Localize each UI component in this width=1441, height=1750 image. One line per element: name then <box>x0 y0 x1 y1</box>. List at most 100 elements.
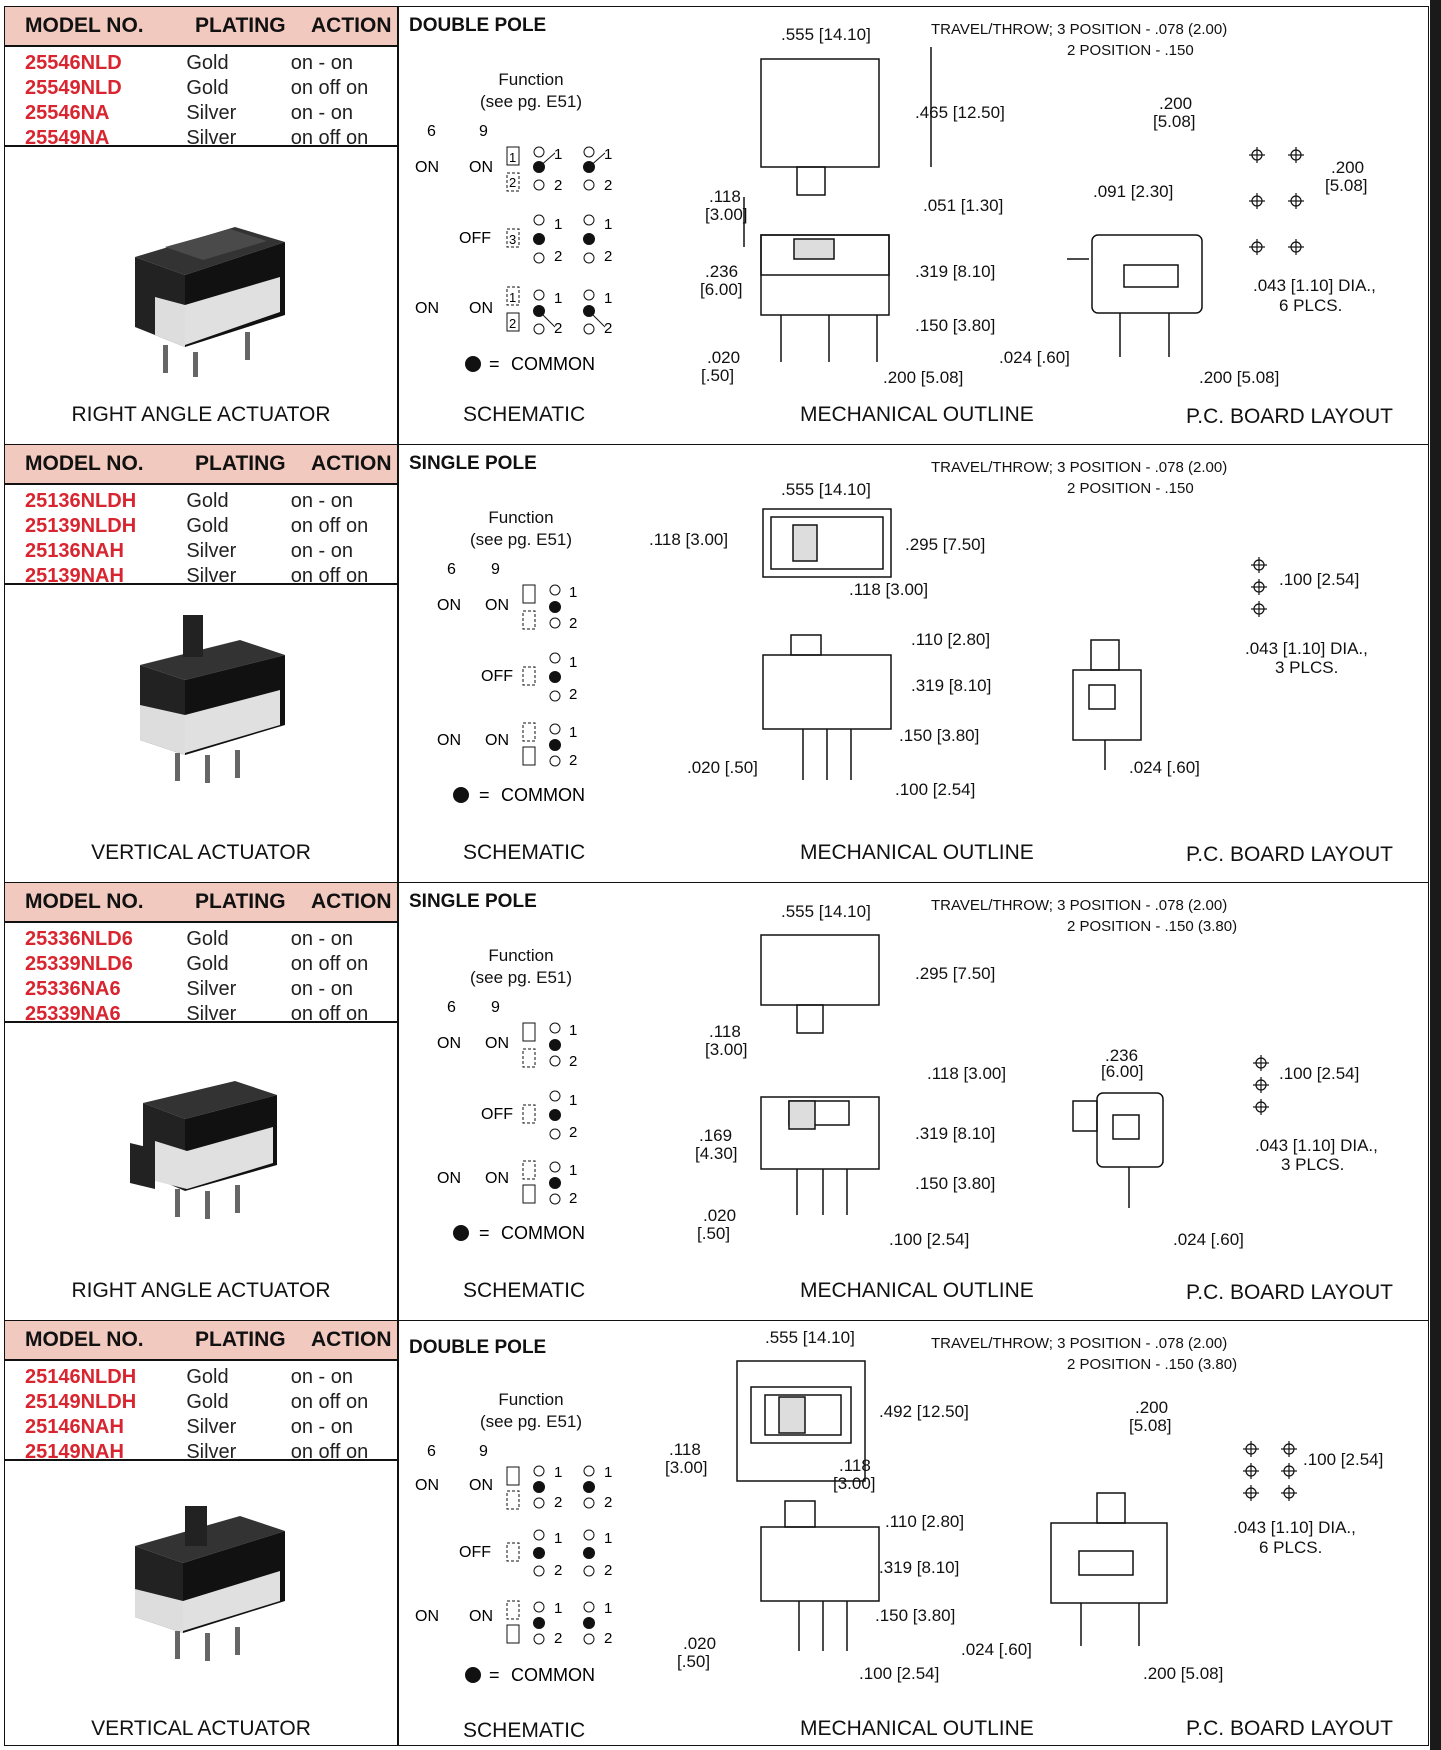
dim: 6 PLCS. <box>1279 296 1342 315</box>
common-label: COMMON <box>501 1223 585 1243</box>
svg-text:1: 1 <box>604 216 612 233</box>
svg-text:2: 2 <box>554 1494 562 1511</box>
model-number: 25136NLDH <box>25 490 137 512</box>
plating: Gold <box>186 953 229 975</box>
svg-text:ON: ON <box>437 1170 461 1187</box>
header-plating: PLATING <box>195 1328 286 1351</box>
model-number: 25546NA <box>25 102 110 124</box>
plating: Silver <box>186 565 237 587</box>
svg-text:1: 1 <box>554 1600 562 1617</box>
dim: 6 PLCS. <box>1259 1538 1322 1557</box>
dim: [6.00] <box>700 280 743 299</box>
action: on off on <box>290 77 369 99</box>
dim: .110 [2.80] <box>911 630 990 649</box>
svg-text:ON: ON <box>485 597 509 614</box>
svg-text:1: 1 <box>554 1464 562 1481</box>
svg-text:1: 1 <box>569 1162 577 1179</box>
header-plating: PLATING <box>195 890 286 913</box>
function-ref: (see pg. E51) <box>469 530 573 549</box>
dim: .319 [8.10] <box>915 1124 995 1143</box>
svg-text:OFF: OFF <box>481 1106 513 1123</box>
common-label: COMMON <box>511 1665 595 1685</box>
dim: [3.00] <box>705 1040 748 1059</box>
dim: .118 [3.00] <box>849 580 928 599</box>
header-model: MODEL NO. <box>25 452 144 475</box>
model-table-header: MODEL NO. PLATING ACTION <box>5 883 397 923</box>
travel-2pos: 2 POSITION - .150 <box>1067 480 1194 497</box>
svg-text:2: 2 <box>569 1124 577 1141</box>
dim: 3 PLCS. <box>1281 1155 1344 1174</box>
function-note: Function(see pg. E51) <box>461 945 581 989</box>
travel-2pos: 2 POSITION - .150 <box>1067 42 1194 59</box>
svg-text:ON: ON <box>415 1608 439 1625</box>
model-number: 25146NAH <box>25 1416 124 1438</box>
function-note: Function(see pg. E51) <box>471 1389 591 1433</box>
dim: .555 [14.10] <box>781 480 871 499</box>
model-number: 25149NAH <box>25 1441 124 1463</box>
dim: .118 [3.00] <box>927 1064 1006 1083</box>
dim: .118 <box>669 1440 701 1459</box>
svg-text:2: 2 <box>554 177 562 194</box>
dim: 3 PLCS. <box>1275 658 1338 677</box>
pcb-label: P.C. BOARD LAYOUT <box>1186 1717 1393 1740</box>
svg-text:2: 2 <box>554 1630 562 1647</box>
pcb-label: P.C. BOARD LAYOUT <box>1186 1281 1393 1304</box>
dim: .043 [1.10] DIA., <box>1233 1518 1356 1537</box>
mechanical-label: MECHANICAL OUTLINE <box>800 403 1034 426</box>
model-table-header: MODEL NO. PLATING ACTION <box>5 7 397 47</box>
dim: [.50] <box>697 1224 730 1243</box>
dim: .110 [2.80] <box>885 1512 964 1531</box>
pcb-label: P.C. BOARD LAYOUT <box>1186 843 1393 866</box>
svg-text:1: 1 <box>604 1464 612 1481</box>
dim: .319 [8.10] <box>879 1558 959 1577</box>
action: on - on <box>290 52 353 74</box>
action: on off on <box>290 953 369 975</box>
svg-text:2: 2 <box>569 752 577 769</box>
model-number: 25136NAH <box>25 540 124 562</box>
plating: Gold <box>186 1391 229 1413</box>
header-action: ACTION <box>311 452 392 475</box>
svg-text:1: 1 <box>604 1530 612 1547</box>
dim: [.50] <box>701 366 734 385</box>
svg-text:2: 2 <box>554 1562 562 1579</box>
dim: .024 [.60] <box>1173 1230 1244 1249</box>
dim: .200 <box>1135 1398 1168 1417</box>
svg-text:1: 1 <box>554 146 562 163</box>
dim: .150 [3.80] <box>915 1174 995 1193</box>
function-title: Function <box>498 70 564 89</box>
pcb-label: P.C. BOARD LAYOUT <box>1186 405 1393 428</box>
dim: .024 [.60] <box>961 1640 1032 1659</box>
pcb-holes <box>1243 1441 1297 1501</box>
plating: Silver <box>186 540 237 562</box>
dim: [6.00] <box>1101 1062 1144 1081</box>
model-table-header: MODEL NO. PLATING ACTION <box>5 445 397 485</box>
dim: .043 [1.10] DIA., <box>1255 1136 1378 1155</box>
pos-label: 9 <box>491 561 500 578</box>
svg-text:ON: ON <box>469 1608 493 1625</box>
svg-text:1: 1 <box>604 146 612 163</box>
dim: .118 <box>709 1022 741 1041</box>
schematic-label: SCHEMATIC <box>463 1279 586 1302</box>
travel-note: TRAVEL/THROW; 3 POSITION - .078 (2.00)2 … <box>931 457 1227 499</box>
action: on - on <box>290 978 353 1000</box>
action: on - on <box>290 1366 353 1388</box>
action: on off on <box>290 515 369 537</box>
svg-text:2: 2 <box>604 248 612 265</box>
header-model: MODEL NO. <box>25 14 144 37</box>
actuator-caption: VERTICAL ACTUATOR <box>91 1717 311 1740</box>
dim: .100 [2.54] <box>1303 1450 1383 1469</box>
model-number: 25549NA <box>25 127 110 149</box>
dim: .043 [1.10] DIA., <box>1245 639 1368 658</box>
svg-text:2: 2 <box>569 1053 577 1070</box>
mechanical-outline <box>760 934 1164 1215</box>
switch-photo <box>130 1081 277 1219</box>
svg-text:2: 2 <box>554 320 562 337</box>
